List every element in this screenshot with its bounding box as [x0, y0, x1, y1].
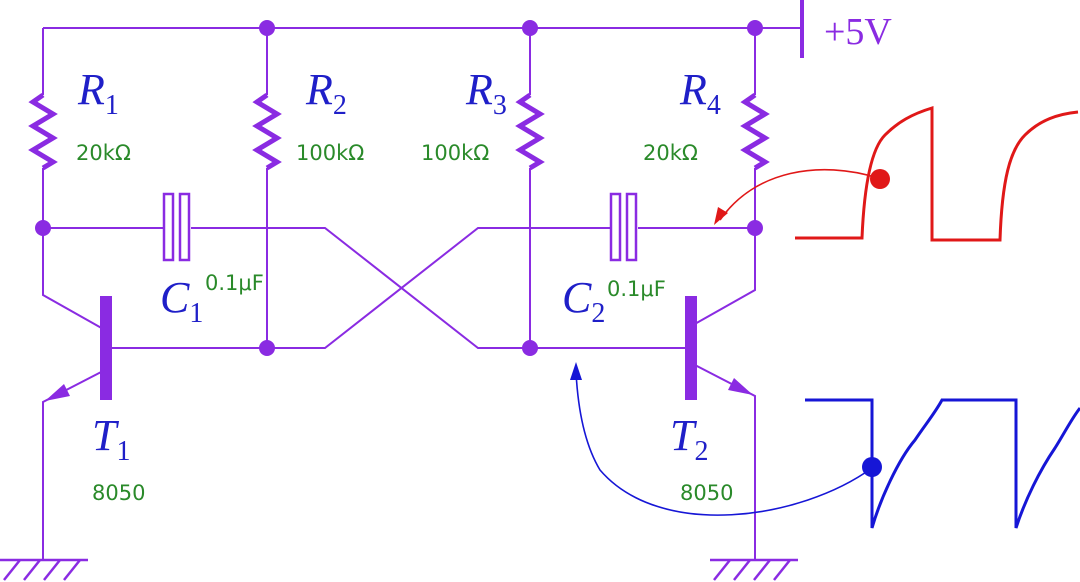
c2-label: C2 [562, 273, 605, 329]
collector-probe-dot [870, 169, 890, 189]
t1-base-bar [100, 296, 112, 400]
r1-resistor [28, 92, 58, 171]
t2-part: 8050 [680, 481, 733, 505]
r2-resistor [252, 92, 282, 171]
c2-plate-left [609, 192, 622, 262]
base-waveform [805, 398, 1080, 529]
base-probe-arrowhead [570, 362, 582, 380]
t1-emitter [42, 369, 106, 560]
r3-label: R3 [465, 65, 507, 121]
c2-plate-right [625, 192, 638, 262]
r3-resistor [515, 92, 545, 171]
c2-wire [105, 227, 755, 349]
supply-label: +5V [824, 11, 892, 53]
r1-wire [42, 28, 106, 331]
c1-plate-left [162, 192, 175, 262]
node-top-r4 [747, 20, 763, 36]
t1-emitter-arrow [45, 384, 70, 401]
r4-label: R4 [679, 65, 721, 121]
ground-right [710, 558, 798, 581]
collector-probe-arrowhead [714, 207, 728, 225]
r2-value: 100kΩ [296, 141, 364, 165]
node-t1-collector [35, 220, 51, 236]
t2-emitter-arrow [728, 378, 753, 395]
c1-value: 0.1μF [205, 271, 264, 295]
ground-left [0, 558, 88, 581]
collector-probe-arrow [719, 168, 879, 221]
t2-base-bar [685, 296, 697, 400]
c1-plate-right [178, 192, 191, 262]
r3-value: 100kΩ [421, 141, 489, 165]
t2-label: T2 [670, 411, 708, 467]
r4-resistor [740, 92, 770, 171]
base-probe-dot [862, 457, 882, 477]
r1-value: 20kΩ [76, 141, 131, 165]
node-t1-base [259, 340, 275, 356]
t2-emitter [692, 363, 756, 560]
r2-label: R2 [305, 65, 347, 121]
node-t2-base [522, 340, 538, 356]
r1-label: R1 [77, 65, 119, 121]
c2-value: 0.1μF [607, 277, 666, 301]
r4-value: 20kΩ [643, 141, 698, 165]
c1-label: C1 [160, 273, 203, 329]
r4-wire [692, 28, 756, 326]
collector-waveform [795, 105, 1079, 242]
t1-label: T1 [92, 411, 130, 467]
node-top-r2 [259, 20, 275, 36]
node-top-r3 [522, 20, 538, 36]
base-probe-arrow [575, 371, 873, 516]
c1-wire [43, 227, 530, 349]
node-t2-collector [747, 220, 763, 236]
t1-part: 8050 [92, 481, 145, 505]
